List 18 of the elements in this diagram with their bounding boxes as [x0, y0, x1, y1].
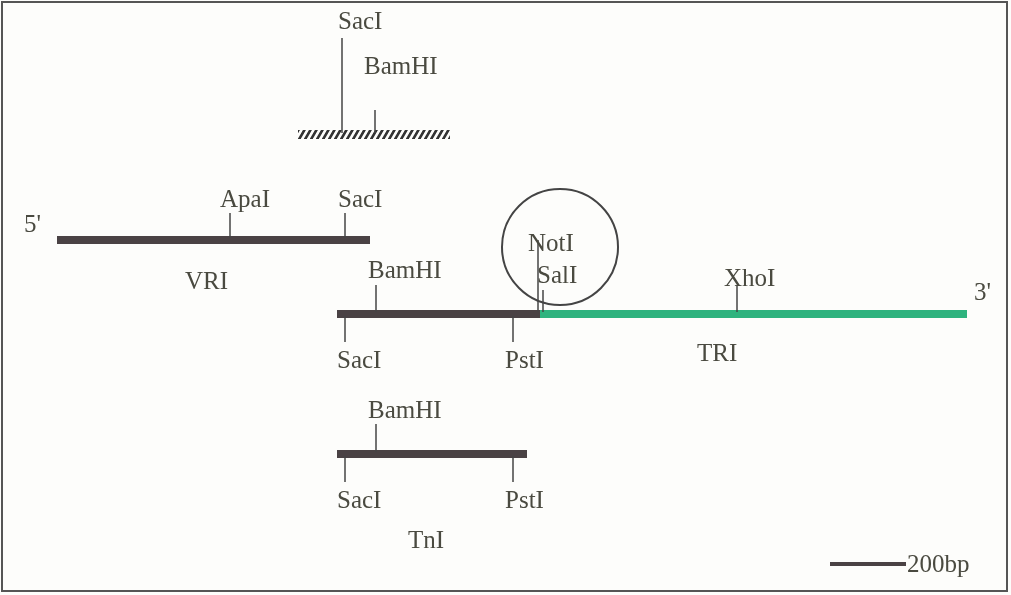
site-label: XhoI — [724, 265, 776, 291]
site-label: SacI — [338, 186, 383, 212]
site-label: PstI — [505, 487, 544, 513]
site-label: BamHI — [364, 53, 438, 79]
scale-label: 200bp — [907, 551, 970, 577]
segment-label: TRI — [697, 340, 738, 366]
site-label: BamHI — [368, 257, 442, 283]
site-label: SacI — [337, 347, 382, 373]
segment-label: VRI — [185, 268, 229, 294]
site-label: ApaI — [220, 186, 270, 212]
site-label: NotI — [528, 230, 574, 256]
segment-label: TnI — [408, 527, 445, 553]
site-label: PstI — [505, 347, 544, 373]
site-label: BamHI — [368, 397, 442, 423]
end-label: 3' — [974, 279, 991, 305]
end-label: 5' — [24, 211, 41, 237]
site-label: SacI — [338, 8, 383, 34]
site-label: SacI — [337, 487, 382, 513]
